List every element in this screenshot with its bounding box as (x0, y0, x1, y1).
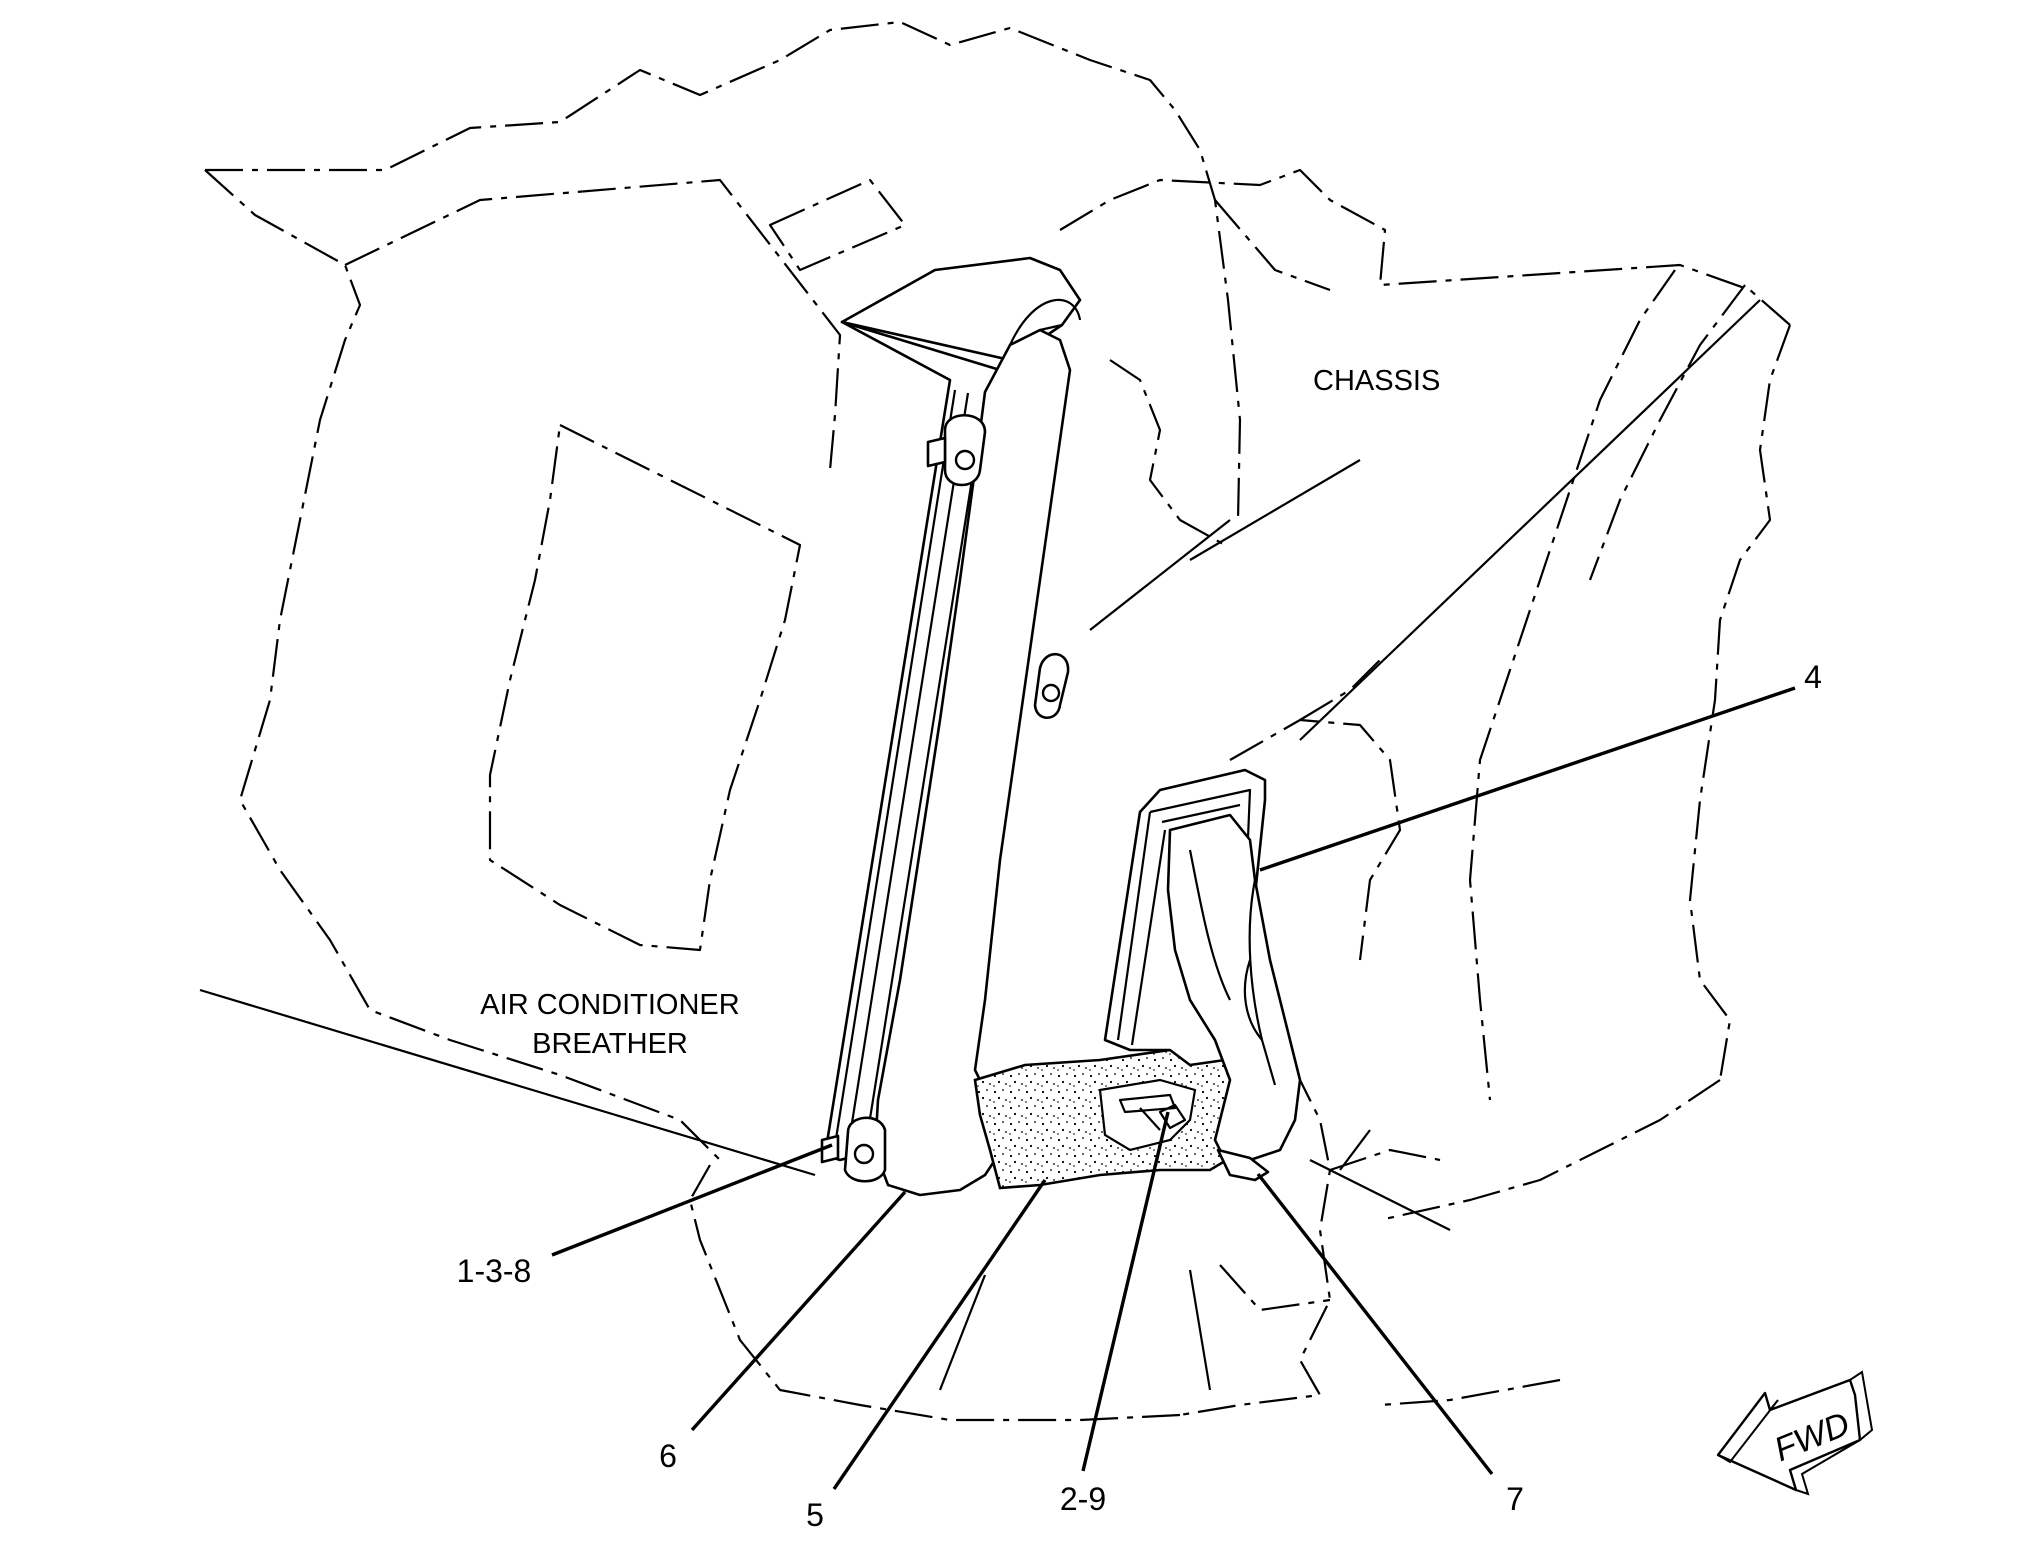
callout-1-3-8: 1-3-8 (457, 1253, 532, 1289)
leader-4 (1259, 686, 1796, 872)
hose-part-5 (973, 1043, 1247, 1190)
leader-1-3-8 (551, 1143, 833, 1257)
structure-edges (199, 299, 1761, 1391)
leader-2-9 (1081, 1111, 1170, 1472)
callout-2-9: 2-9 (1060, 1481, 1106, 1517)
phantom-structure (204, 20, 1792, 1422)
chassis-label: CHASSIS (1313, 365, 1440, 397)
fwd-arrow-icon: FWD (1716, 1370, 1874, 1496)
air-conditioner-label: AIR CONDITIONER (480, 989, 739, 1021)
adapter-part-4 (1103, 768, 1302, 1182)
leader-5 (832, 1179, 1047, 1490)
callout-6: 6 (659, 1438, 677, 1474)
leader-lines (551, 686, 1796, 1490)
callout-5: 5 (806, 1497, 824, 1533)
callout-7: 7 (1506, 1481, 1524, 1517)
callout-4: 4 (1804, 659, 1822, 695)
breather-label: BREATHER (532, 1028, 688, 1060)
leader-6 (690, 1190, 907, 1432)
breather-duct-part-6 (820, 256, 1082, 1197)
leader-7 (1256, 1172, 1494, 1476)
